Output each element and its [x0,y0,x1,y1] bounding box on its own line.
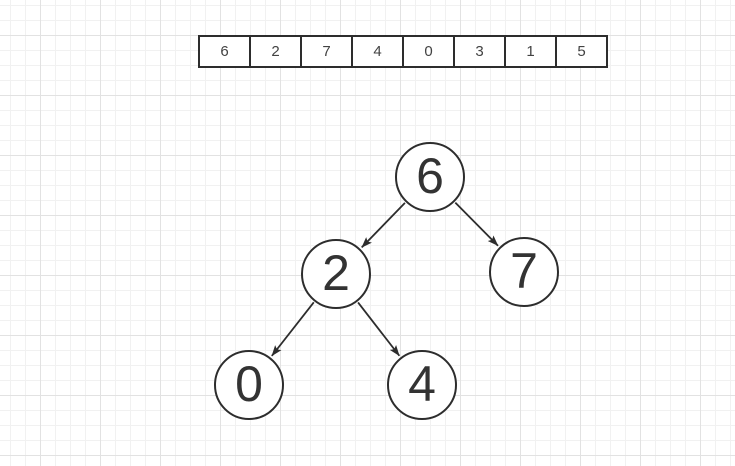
array-cell[interactable]: 7 [300,35,353,68]
tree-node-6[interactable]: 6 [395,142,465,212]
array-cell[interactable]: 3 [453,35,506,68]
array-cell[interactable]: 4 [351,35,404,68]
tree-edge-6-7[interactable] [454,201,499,247]
tree-node-4[interactable]: 4 [387,350,457,420]
tree-node-7[interactable]: 7 [489,237,559,307]
array-cell[interactable]: 2 [249,35,302,68]
tree-edge-6-2[interactable] [361,202,406,249]
array-cell[interactable]: 1 [504,35,557,68]
tree-edge-2-0[interactable] [271,301,315,357]
tree-node-0[interactable]: 0 [214,350,284,420]
array-cell[interactable]: 0 [402,35,455,68]
tree-edge-2-4[interactable] [357,301,401,357]
array-cell[interactable]: 5 [555,35,608,68]
tree-node-2[interactable]: 2 [301,239,371,309]
array-cell[interactable]: 6 [198,35,251,68]
